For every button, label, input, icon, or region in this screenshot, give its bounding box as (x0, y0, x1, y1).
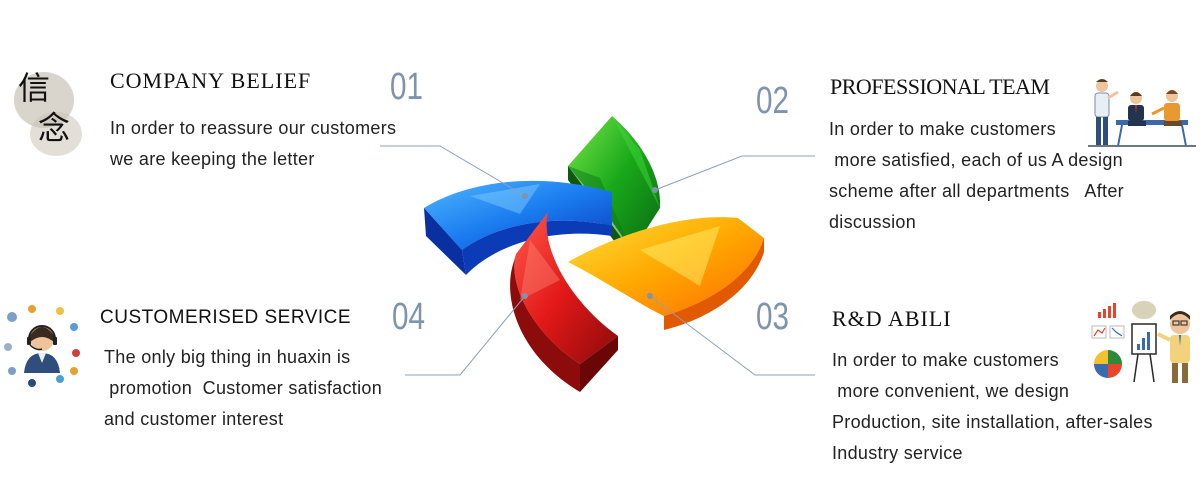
blue-segment (424, 180, 612, 275)
service-line-1: The only big thing in huaxin is (104, 347, 351, 367)
orange-segment (568, 217, 764, 330)
red-segment (510, 212, 618, 392)
presenter-chart-icon (1088, 300, 1200, 386)
team-line-4: discussion (829, 212, 917, 232)
service-description: The only big thing in huaxin is promotio… (104, 342, 382, 435)
team-line-2: more satisfied, each of us A design (829, 150, 1123, 170)
service-line-2: promotion Customer satisfaction (104, 378, 383, 398)
team-number: 02 (756, 80, 789, 122)
team-description: In order to make customers more satisfie… (829, 114, 1124, 238)
team-line-1: In order to make customers (829, 119, 1056, 139)
rnd-line-3: Production, site installation, after-sal… (832, 412, 1153, 432)
belief-line-1: In order to reassure our customers (110, 118, 397, 138)
rnd-title: R&D ABILI (832, 306, 952, 331)
service-line-3: and customer interest (104, 409, 284, 429)
team-title: PROFESSIONAL TEAM (830, 74, 1050, 99)
customer-support-icon (2, 305, 82, 395)
rnd-line-2: more convenient, we design (832, 381, 1070, 401)
calligraphy-seal-icon: 信念 (12, 60, 82, 160)
connector-lines (380, 145, 815, 376)
team-line-3: scheme after all departments After (829, 181, 1124, 201)
belief-description: In order to reassure our customers we ar… (110, 113, 396, 175)
rnd-line-1: In order to make customers (832, 350, 1059, 370)
service-title: CUSTOMERISED SERVICE (100, 307, 352, 328)
belief-title: COMPANY BELIEF (110, 68, 312, 93)
team-meeting-icon (1086, 74, 1198, 150)
service-number: 04 (392, 296, 425, 338)
rnd-number: 03 (756, 296, 789, 338)
rnd-line-4: Industry service (832, 443, 963, 463)
belief-number: 01 (390, 66, 423, 108)
connector-dots (522, 187, 658, 299)
rnd-description: In order to make customers more convenie… (832, 345, 1153, 469)
belief-line-2: we are keeping the letter (110, 149, 315, 169)
